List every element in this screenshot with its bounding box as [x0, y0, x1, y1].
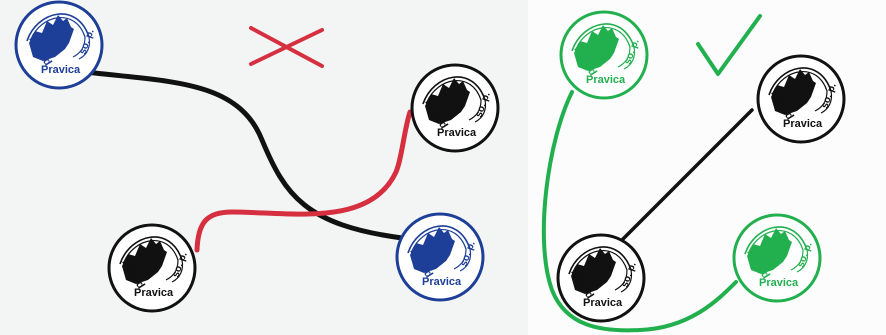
cross-mark-icon	[249, 26, 324, 68]
stamp-black-bottom-left-wrong: Zavod Pravica so. p.	[107, 223, 197, 313]
stamp-black-top-right-correct: Zavod Pravica so. p.	[756, 54, 846, 144]
stamp-word-bottom: Pravica	[437, 127, 477, 139]
stamp-word-bottom: Pravica	[583, 297, 623, 309]
stamp-green-top-left: Zavod Pravica so. p.	[559, 10, 649, 100]
connection-line-green-right	[541, 90, 738, 333]
stamp-word-bottom: Pravica	[422, 276, 462, 288]
stamp-word-bottom: Pravica	[759, 277, 799, 289]
stamp-word-bottom: Pravica	[586, 74, 626, 86]
stamp-blue-bottom-right: Zavod Pravica so. p.	[395, 212, 485, 302]
check-mark-icon	[696, 14, 762, 76]
stamp-word-bottom: Pravica	[783, 118, 823, 130]
stamp-green-bottom-right: Zavod Pravica so. p.	[732, 213, 822, 303]
stamp-black-bottom-left-correct: Zavod Pravica so. p.	[556, 233, 646, 323]
stamp-black-top-right-wrong: Zavod Pravica so. p.	[410, 63, 500, 153]
stamp-blue-top-left: Zavod Pravica so. p.	[14, 0, 104, 90]
stamp-word-bottom: Pravica	[134, 287, 174, 299]
stamp-word-bottom: Pravica	[41, 64, 81, 76]
connection-line-black-wrong	[83, 69, 405, 241]
connection-line-red-wrong	[194, 109, 413, 253]
connection-line-black-right	[620, 108, 754, 242]
